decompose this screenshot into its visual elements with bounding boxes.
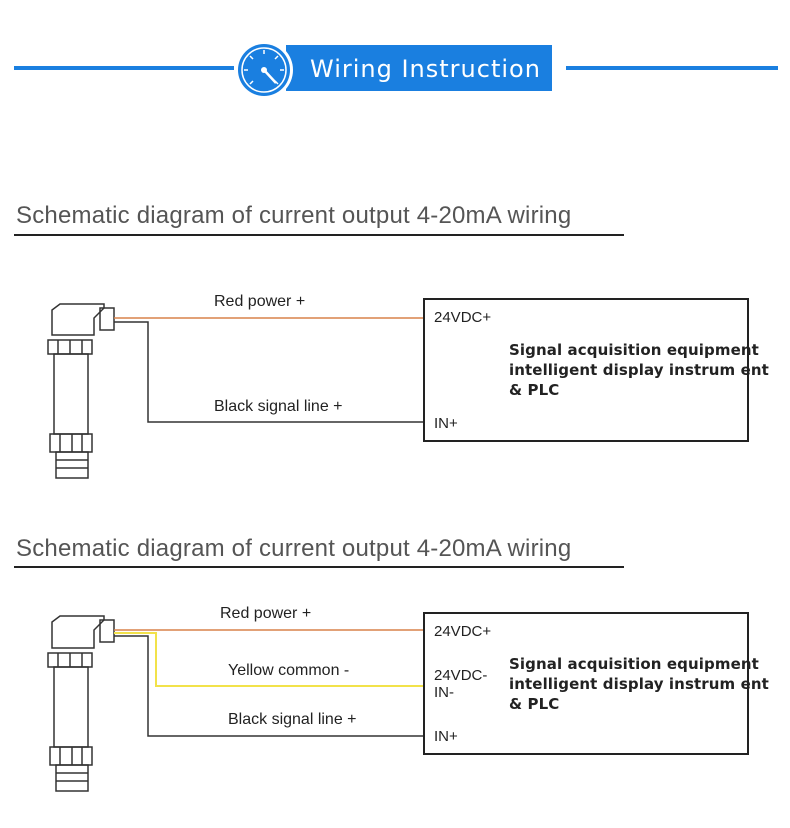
- device-line: Signal acquisition equipment: [509, 655, 759, 673]
- red-wire-label-1: Red power +: [214, 293, 306, 310]
- header-title: Wiring Instruction: [310, 55, 541, 83]
- pressure-sensor-1: [47, 303, 115, 479]
- pressure-sensor-2: [47, 615, 115, 792]
- black-wire-1: [114, 321, 424, 423]
- terminal-24vdc-plus-1: 24VDC+: [434, 309, 492, 326]
- device-description-1: Signal acquisition equipment intelligent…: [509, 340, 769, 400]
- terminal-in-plus-1: IN+: [434, 415, 458, 432]
- terminal-in-plus-2: IN+: [434, 728, 458, 745]
- header-banner: [286, 45, 552, 91]
- gauge-icon: [235, 41, 293, 99]
- yellow-wire-2: [114, 632, 424, 687]
- device-line: & PLC: [509, 381, 560, 399]
- device-line: & PLC: [509, 695, 560, 713]
- diagram-1-title-rule: [14, 234, 624, 236]
- device-box-2: [423, 612, 749, 755]
- red-wire-label-2: Red power +: [220, 605, 312, 622]
- black-wire-label-2: Black signal line +: [228, 711, 357, 728]
- device-line: intelligent display instrum ent: [509, 361, 769, 379]
- diagram-2-title: Schematic diagram of current output 4-20…: [16, 535, 572, 562]
- header-left-rule: [14, 66, 234, 70]
- device-box-1: [423, 298, 749, 442]
- black-wire-2: [114, 635, 424, 737]
- header-right-rule: [566, 66, 778, 70]
- yellow-wire-label-2: Yellow common -: [228, 662, 350, 679]
- terminal-24vdc-plus-2: 24VDC+: [434, 623, 492, 640]
- terminal-24vdc-minus-2: 24VDC-: [434, 667, 488, 684]
- black-wire-label-1: Black signal line +: [214, 398, 343, 415]
- terminal-in-minus-2: IN-: [434, 684, 454, 701]
- device-description-2: Signal acquisition equipment intelligent…: [509, 654, 769, 714]
- diagram-1-title: Schematic diagram of current output 4-20…: [16, 202, 572, 229]
- device-line: intelligent display instrum ent: [509, 675, 769, 693]
- device-line: Signal acquisition equipment: [509, 341, 759, 359]
- diagram-2-title-rule: [14, 566, 624, 568]
